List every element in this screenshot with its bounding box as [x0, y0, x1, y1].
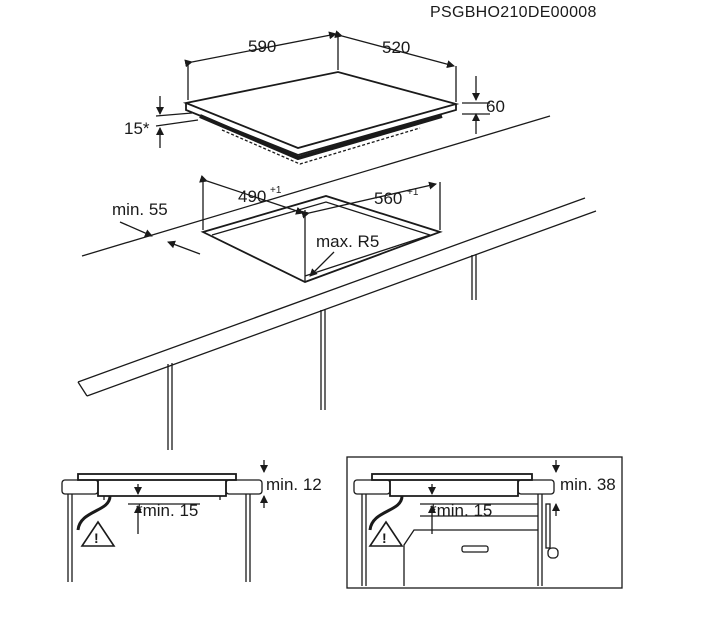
right-section-frame: [346, 456, 623, 589]
left-warning-symbol: !: [94, 530, 99, 546]
hob-depth-label: 520: [382, 38, 410, 57]
hob-width-label: 590: [248, 37, 276, 56]
hob-edge-label: 15*: [124, 119, 150, 138]
cutout-depth-label: 560: [374, 189, 402, 208]
document-code: PSGBHO210DE00008: [430, 4, 597, 21]
cutout-depth-tolerance: +1: [407, 187, 419, 198]
hob-height-label: 60: [486, 97, 505, 116]
right-top-clearance-label: min. 38: [560, 475, 616, 494]
right-bottom-clearance-label: *min. 15: [430, 501, 492, 520]
cutout-radius-label: max. R5: [316, 232, 379, 251]
hob-dimensions: 590 520 60 15*: [124, 30, 505, 148]
left-section-view: ! *min. 15 min. 12: [61, 460, 322, 582]
right-warning-symbol: !: [382, 530, 387, 546]
right-section-view: ! *min. 15 min. 38: [346, 456, 623, 589]
left-bottom-clearance-label: *min. 15: [136, 501, 198, 520]
hob-perspective: [182, 71, 460, 165]
cutout-dimensions: 490 +1 560 +1 max. R5 min. 55: [112, 174, 441, 277]
cutout-width-label: 490: [238, 187, 266, 206]
worktop: [77, 115, 597, 450]
left-top-clearance-label: min. 12: [266, 475, 322, 494]
cutout-width-tolerance: +1: [270, 185, 282, 196]
edge-distance-label: min. 55: [112, 200, 168, 219]
